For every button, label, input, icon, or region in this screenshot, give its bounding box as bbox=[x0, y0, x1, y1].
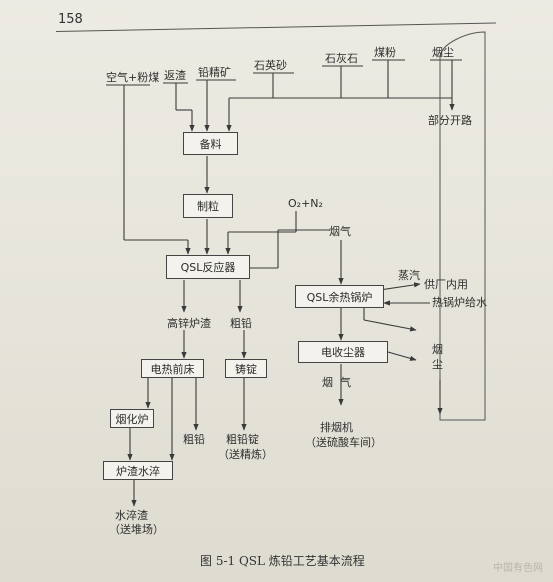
electrostatic-precipitator-box: 电收尘器 bbox=[298, 341, 388, 363]
input-air-coal: 空气+粉煤 bbox=[106, 71, 160, 84]
input-lead-concentrate: 铅精矿 bbox=[198, 66, 231, 79]
to-refining-label: （送精炼） bbox=[218, 448, 273, 461]
input-return-slag: 返渣 bbox=[164, 69, 186, 82]
input-limestone: 石灰石 bbox=[325, 52, 358, 65]
flue-gas-2-label: 烟 bbox=[322, 376, 333, 389]
oxygen-nitrogen-label: O₂+N₂ bbox=[288, 197, 323, 210]
dust-out-2-label: 尘 bbox=[432, 358, 443, 371]
pelletizing-box: 制粒 bbox=[183, 194, 233, 218]
water-quench-slag-label: 水淬渣 bbox=[115, 509, 148, 522]
high-zinc-slag-label: 高锌炉渣 bbox=[167, 317, 211, 330]
input-dust: 烟尘 bbox=[432, 46, 454, 59]
casting-box: 铸锭 bbox=[225, 359, 267, 378]
boiler-feedwater-label: 热锅炉给水 bbox=[432, 296, 487, 309]
slag-quench-box: 炉渣水淬 bbox=[103, 461, 173, 480]
plant-use-label: 供厂内用 bbox=[424, 278, 468, 291]
to-acid-plant-label: （送硫酸车间） bbox=[305, 436, 382, 449]
input-coal-powder: 煤粉 bbox=[374, 46, 396, 59]
steam-label: 蒸汽 bbox=[398, 269, 420, 282]
to-storage-label: （送堆场） bbox=[109, 523, 164, 536]
electric-forehearth-box: 电热前床 bbox=[141, 359, 204, 378]
watermark: 中国有色网 bbox=[493, 563, 543, 574]
flue-gas-3-label: 气 bbox=[340, 376, 351, 389]
exhaust-fan-label: 排烟机 bbox=[320, 421, 353, 434]
dust-out-1-label: 烟 bbox=[432, 343, 443, 356]
crude-lead-ingot-label: 粗铅锭 bbox=[226, 433, 259, 446]
flue-gas-label: 烟气 bbox=[329, 225, 351, 238]
qsl-reactor-box: QSL反应器 bbox=[166, 255, 250, 279]
input-quartz-sand: 石英砂 bbox=[254, 59, 287, 72]
partial-open-circuit-label: 部分开路 bbox=[428, 114, 472, 127]
fuming-furnace-box: 烟化炉 bbox=[110, 409, 154, 428]
batching-box: 备料 bbox=[183, 132, 238, 155]
figure-caption: 图 5-1 QSL 炼铅工艺基本流程 bbox=[200, 554, 365, 568]
page-number: 158 bbox=[58, 12, 83, 27]
waste-heat-boiler-box: QSL余热锅炉 bbox=[295, 285, 384, 308]
crude-lead-output-label: 粗铅 bbox=[183, 433, 205, 446]
crude-lead-label: 粗铅 bbox=[230, 317, 252, 330]
